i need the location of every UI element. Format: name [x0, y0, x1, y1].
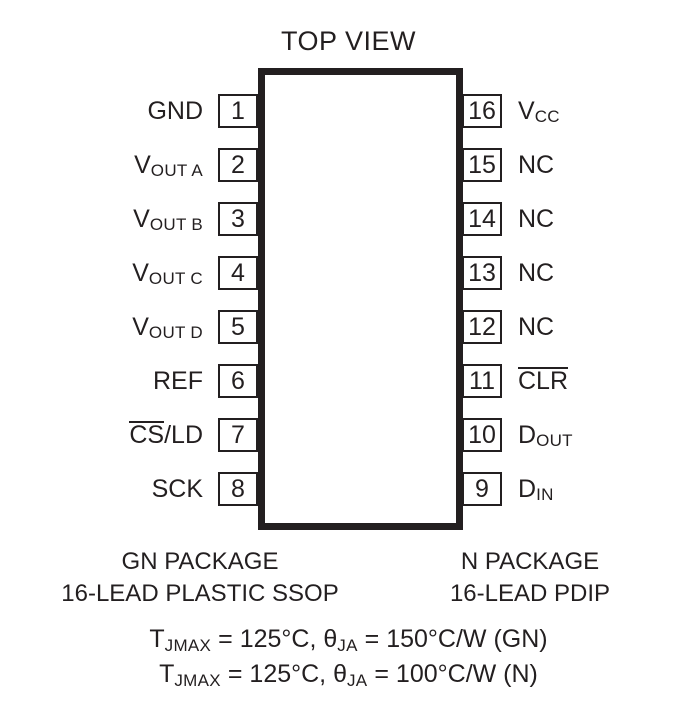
label-base: V	[132, 312, 149, 341]
pin-number-box-8: 8	[218, 472, 258, 506]
package-body-outline	[258, 68, 463, 530]
pin-number-box-7: 7	[218, 418, 258, 452]
pin-number-box-11: 11	[462, 364, 502, 398]
pin-row-11: 11 CLR	[462, 364, 697, 398]
theta-symbol: θ	[323, 625, 338, 653]
pin-label-13: NC	[502, 258, 555, 287]
label-subscript: IN	[536, 485, 554, 505]
thermal-spec-n: TJMAX = 125°C, θJA = 100°C/W (N)	[0, 658, 697, 693]
label-base: V	[518, 96, 535, 125]
pin-number-box-14: 14	[462, 202, 502, 236]
theta-subscript: JA	[346, 670, 368, 690]
tjmax-subscript: JMAX	[164, 635, 212, 655]
pin-number-box-9: 9	[462, 472, 502, 506]
tjmax-symbol: T	[159, 660, 175, 688]
pin-number-box-12: 12	[462, 310, 502, 344]
thermal-specs: TJMAX = 125°C, θJA = 150°C/W (GN) TJMAX …	[0, 623, 697, 693]
label-base: NC	[518, 204, 555, 233]
label-subscript: OUT	[536, 431, 573, 451]
pin-number-box-13: 13	[462, 256, 502, 290]
label-base: NC	[518, 150, 555, 179]
pin-label-2: VOUT A	[134, 150, 218, 181]
pin-label-9: DIN	[502, 474, 554, 505]
pin-label-5: VOUT D	[132, 312, 218, 343]
pin-row-14: 14 NC	[462, 202, 697, 236]
pin-label-10: DOUT	[502, 420, 573, 451]
pin-label-8: SCK	[151, 474, 218, 503]
label-subscript: OUT D	[148, 323, 203, 343]
thermal-spec-gn: TJMAX = 125°C, θJA = 150°C/W (GN)	[0, 623, 697, 658]
theta-subscript: JA	[337, 635, 358, 655]
pin-number-box-15: 15	[462, 148, 502, 182]
pin-label-15: NC	[502, 150, 555, 179]
pin-label-11: CLR	[502, 367, 569, 396]
pin-row-1: GND 1	[0, 94, 258, 128]
label-base: D	[518, 420, 537, 449]
pin-label-16: VCC	[502, 96, 560, 127]
pin-number-box-6: 6	[218, 364, 258, 398]
theta-value: = 150°C/W (GN)	[357, 625, 548, 653]
pin-number-box-2: 2	[218, 148, 258, 182]
pin-row-6: REF 6	[0, 364, 258, 398]
pin-number-box-10: 10	[462, 418, 502, 452]
label-base: GND	[147, 96, 203, 125]
gn-package-caption: GN PACKAGE 16-LEAD PLASTIC SSOP	[20, 546, 380, 610]
overline-segment: CLR	[518, 367, 569, 396]
page-title: TOP VIEW	[280, 26, 417, 56]
pin-label-14: NC	[502, 204, 555, 233]
label-base: D	[518, 474, 537, 503]
label-base: NC	[518, 258, 555, 287]
theta-symbol: θ	[333, 660, 347, 688]
n-package-desc: 16-LEAD PDIP	[449, 580, 611, 607]
pin-number-box-4: 4	[218, 256, 258, 290]
pin-number-box-16: 16	[462, 94, 502, 128]
pin-label-12: NC	[502, 312, 555, 341]
label-base: /LD	[164, 421, 203, 450]
pin-label-4: VOUT C	[132, 258, 218, 289]
label-base: NC	[518, 312, 555, 341]
tjmax-value: = 125°C,	[220, 660, 334, 688]
pin-number-box-5: 5	[218, 310, 258, 344]
gn-package-name: GN PACKAGE	[121, 548, 279, 575]
pin-row-15: 15 NC	[462, 148, 697, 182]
pin-row-12: 12 NC	[462, 310, 697, 344]
pin-label-7: CS/LD	[129, 421, 218, 449]
label-base: REF	[153, 366, 203, 395]
label-base: V	[133, 204, 150, 233]
label-subscript: OUT C	[148, 269, 203, 289]
label-subscript: CC	[534, 107, 560, 127]
pin-number-box-3: 3	[218, 202, 258, 236]
tjmax-subscript: JMAX	[174, 670, 221, 690]
label-base: V	[134, 150, 151, 179]
n-package-caption: N PACKAGE 16-LEAD PDIP	[380, 546, 680, 610]
label-base: SCK	[151, 474, 203, 503]
tjmax-symbol: T	[149, 625, 165, 653]
tjmax-value: = 125°C,	[211, 625, 324, 653]
pin-label-6: REF	[153, 366, 218, 395]
label-subscript: OUT A	[150, 161, 203, 181]
label-base: V	[132, 258, 149, 287]
pin-row-13: 13 NC	[462, 256, 697, 290]
label-subscript: OUT B	[149, 215, 203, 235]
pin-number-box-1: 1	[218, 94, 258, 128]
pin-label-1: GND	[147, 96, 218, 125]
pin-row-8: SCK 8	[0, 472, 258, 506]
overline-segment: CS	[129, 421, 165, 450]
gn-package-desc: 16-LEAD PLASTIC SSOP	[61, 580, 339, 607]
theta-value: = 100°C/W (N)	[367, 660, 538, 688]
n-package-name: N PACKAGE	[460, 548, 600, 575]
pin-label-3: VOUT B	[133, 204, 218, 235]
